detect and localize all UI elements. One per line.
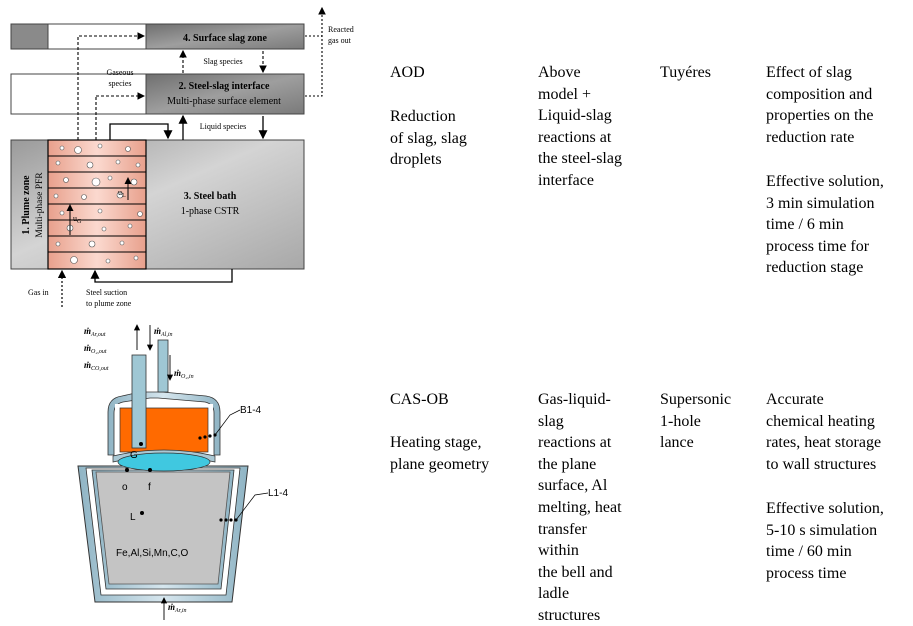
u-g-label: uG [73, 214, 82, 225]
result-cas-ob-2: Effective solution, 5-10 s simulation ti… [766, 500, 884, 582]
b-leader-line [214, 409, 241, 436]
label-l1-4: L1-4 [268, 488, 288, 499]
m-al-in-label: ṁAl,in [154, 326, 173, 338]
stage-cas-ob: Heating stage, plane geometry [390, 434, 490, 473]
aod-model-diagram: 4. Surface slag zone 2. Steel-slag inter… [10, 6, 354, 308]
slag-species-label: Slag species [203, 57, 242, 66]
gas-to-slag-zone-arrow [77, 32, 146, 140]
m-co-out-label: ṁCO,out [84, 360, 109, 372]
m-ar-out-label: ṁAr,out [84, 326, 106, 338]
process-cas-ob: CAS-OB [390, 391, 449, 408]
result-aod-1: Effect of slag composition and propertie… [766, 64, 874, 146]
node-g [139, 442, 143, 446]
plane-surface [117, 452, 211, 472]
oxygen-lance [131, 354, 147, 449]
model-cas-ob: Gas-liquid- slag reactions at the plane … [538, 391, 622, 624]
zone2-subtitle: Multi-phase surface element [167, 96, 281, 107]
process-aod: AOD [390, 64, 425, 81]
u-l-label: uL [118, 188, 126, 199]
label-l: L [130, 512, 136, 523]
liquid-flow-arrow [109, 123, 173, 140]
node-f [148, 468, 152, 472]
zone3-subtitle: 1-phase CSTR [181, 206, 240, 217]
m-o2-out-label: ṁO₂,out [84, 343, 107, 355]
steel-suction-arrow [90, 269, 233, 283]
aluminium-feed-tube [157, 339, 169, 393]
result-cas-ob-1: Accurate chemical heating rates, heat st… [766, 391, 882, 473]
model-aod: Above model + Liquid-slag reactions at t… [538, 64, 622, 189]
m-o2-in-label: ṁO₂,in [174, 368, 194, 380]
snorkel-bell [107, 391, 221, 456]
gaseous-species-label-2: species [108, 79, 131, 88]
steel-suction-label-2: to plume zone [86, 299, 132, 308]
zone4-label: 4. Surface slag zone [183, 33, 267, 44]
gas-injection-aod: Tuyéres [660, 64, 711, 81]
label-b1-4: B1-4 [240, 405, 262, 416]
surface-slag-zone-box [145, 23, 305, 50]
liquid-species-label: Liquid species [200, 122, 246, 131]
steel-melt [95, 471, 231, 585]
zone3-title: 3. Steel bath [184, 191, 237, 202]
cas-ob-ladle-diagram: ṁAr,out ṁO₂,out ṁCO,out ṁAl,in ṁO₂,in ṁA… [77, 324, 288, 620]
plume-zone-cell-lines [48, 155, 146, 253]
gaseous-species-label-1: Gaseous [106, 68, 133, 77]
steel-slag-interface-box [145, 73, 305, 115]
zone2-title: 2. Steel-slag interface [179, 81, 270, 92]
node-o [125, 468, 129, 472]
m-ar-in-label: ṁAr,in [168, 602, 187, 614]
gas-injection-cas-ob: Supersonic 1-hole lance [660, 391, 732, 452]
steel-suction-label-1: Steel suction [86, 288, 127, 297]
node-l [140, 511, 144, 515]
reacted-gas-label-1: Reacted [328, 25, 354, 34]
label-g: G [130, 450, 138, 461]
reacted-gas-out-arrow [305, 6, 326, 97]
zone1-title: 1. Plume zone [21, 175, 32, 235]
gas-in-label: Gas in [28, 288, 49, 297]
stage-aod: Reduction of slag, slag droplets [390, 108, 467, 169]
zone1-subtitle: Multi-phase PFR [35, 172, 45, 238]
result-aod-2: Effective solution, 3 min simulation tim… [766, 173, 884, 277]
gas-bubbles [53, 143, 143, 264]
steel-elements-label: Fe,Al,Si,Mn,C,O [116, 548, 188, 559]
label-f: f [148, 482, 151, 493]
l-leader-line [235, 492, 269, 521]
label-o: o [122, 482, 128, 493]
reacted-gas-label-2: gas out [328, 36, 352, 45]
